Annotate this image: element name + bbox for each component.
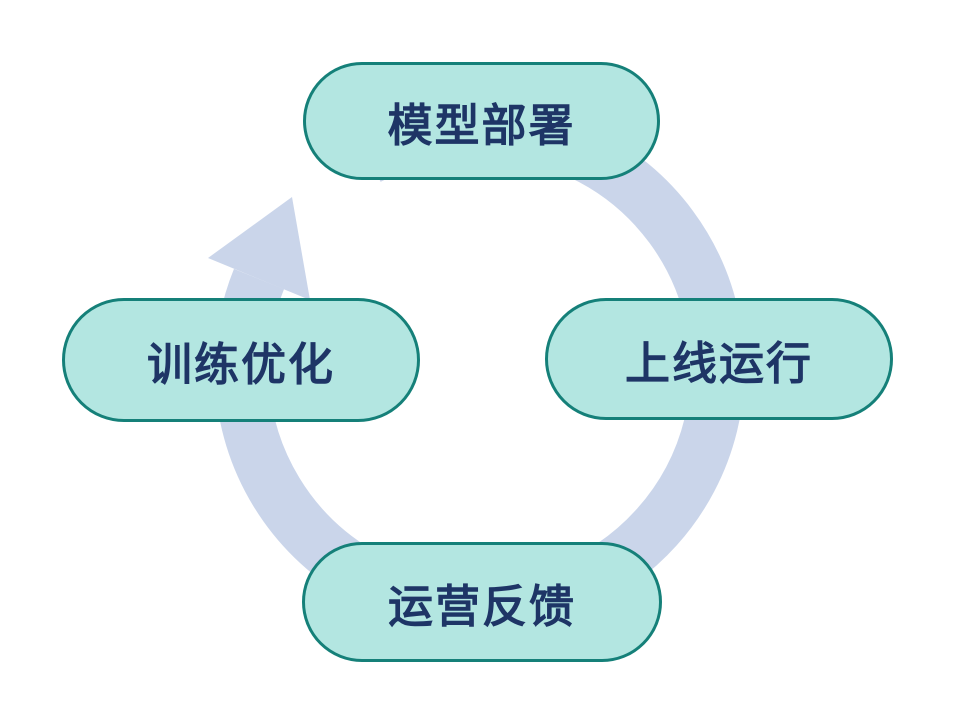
node-operation-feedback: 运营反馈 (302, 542, 662, 662)
node-operation-feedback-label: 运营反馈 (387, 579, 576, 633)
node-online-operation: 上线运行 (545, 298, 893, 420)
node-training-optimization: 训练优化 (62, 298, 420, 422)
node-model-deployment-label: 模型部署 (387, 98, 576, 152)
node-model-deployment: 模型部署 (303, 62, 660, 180)
cycle-arrowhead-icon (208, 197, 310, 300)
node-training-optimization-label: 训练优化 (146, 337, 335, 391)
node-online-operation-label: 上线运行 (624, 336, 813, 390)
